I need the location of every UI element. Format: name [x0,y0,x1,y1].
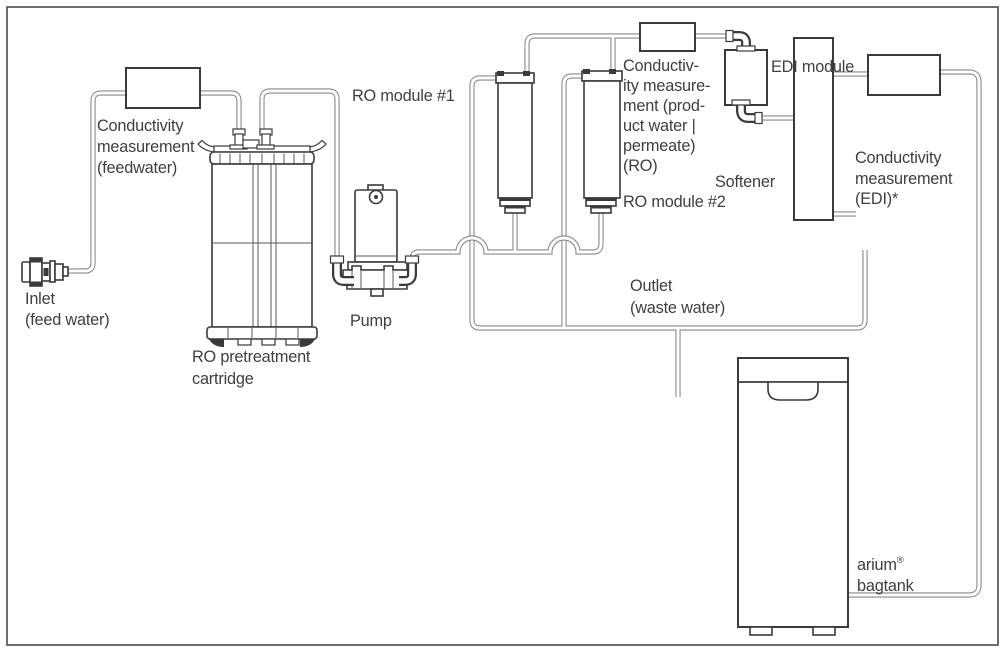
cond-edi-label: (EDI)* [855,190,899,208]
cond-product-label: permeate) [623,137,695,155]
outlet-label: Outlet [630,277,673,295]
bagtank-label: arium® [857,555,904,574]
cond-edi-label: measurement [855,170,953,188]
registered-mark: ® [897,555,904,566]
outlet-label: (waste water) [630,299,725,317]
bagtank-label: bagtank [857,577,915,595]
pump [329,184,420,297]
pump-right-elbow-collar [404,255,420,264]
ro-module-1-label: RO module #1 [352,87,455,105]
cartridge-port-bridge [242,139,260,149]
ro-pretreatment-cartridge [197,128,327,347]
bagtank-right-foot [812,626,836,636]
ro2-body [583,80,621,199]
bagtank-left-foot [749,626,773,636]
softener-bottom-elbow-collar [754,111,763,125]
cartridge-base [206,326,318,340]
pipe-cartridge-to-pump [259,88,340,266]
ro-pretreatment-label: RO pretreatment [192,348,311,366]
conductivity-sensor-edi [867,54,941,96]
pipe-pump-feed [409,212,604,266]
cartridge-right-wing [307,139,327,153]
cond-feedwater-label: measurement [97,138,195,156]
pump-bottom-tab [370,288,384,297]
ro-module-2 [581,69,623,214]
cond-product-label: ment (prod- [623,97,705,115]
softener-body [724,49,768,106]
cond-product-label: uct water | [623,117,696,135]
softener-bottom-flange [731,99,751,106]
edi-module-label: EDI module [771,58,854,76]
bagtank-body [737,357,849,628]
pump-left-elbow-collar [329,255,345,264]
pump-label: Pump [350,312,392,330]
cond-product-label: Conductiv- [623,57,699,75]
cond-edi-label: Conductivity [855,149,942,167]
pipe-sensor-to-cartridge [199,90,242,134]
diagram-border [6,6,999,646]
ro-module-2-label: RO module #2 [623,193,726,211]
bagtank-handle-recess [767,381,819,401]
softener-top-elbow-collar [725,29,734,43]
ro1-body [497,82,533,199]
cartridge-body [211,163,313,328]
inlet-connector [21,257,69,287]
cond-product-label: (RO) [623,157,657,175]
softener-top-flange [736,45,756,52]
conductivity-sensor-product [639,22,696,52]
pipe-inlet-to-feed-sensor [66,90,126,274]
pipe-permeate [524,33,640,75]
bagtank [737,357,849,636]
pipe-sensor-to-bagtank [846,69,982,598]
conductivity-sensor-feedwater [125,67,201,109]
labels: Conductivity measurement (feedwater) Inl… [25,57,953,595]
edi-module [793,37,834,221]
cond-feedwater-label: (feedwater) [97,159,177,177]
inlet-label: Inlet [25,290,55,308]
ro-pretreatment-label: cartridge [192,370,254,388]
cond-product-label: ity measure- [623,77,710,95]
inlet-label: (feed water) [25,311,109,329]
softener [724,29,768,125]
softener-label: Softener [715,173,776,191]
bagtank-brand: arium [857,556,897,574]
cond-feedwater-label: Conductivity [97,117,184,135]
cartridge-left-wing [197,139,217,153]
pipe-waste-network [469,73,868,397]
ro-module-1 [495,71,535,214]
